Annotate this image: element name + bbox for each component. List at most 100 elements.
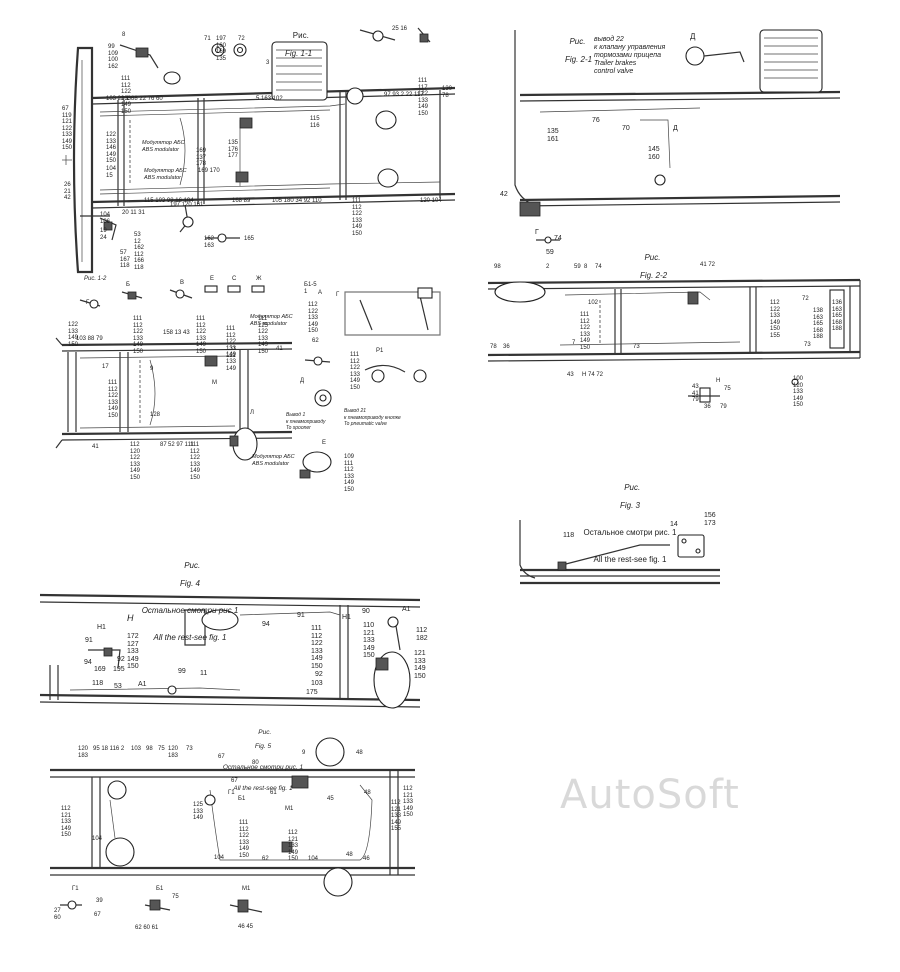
fig5-label: 95 18 116 2 bbox=[93, 746, 125, 752]
fig5-label: 46 45 bbox=[238, 924, 254, 930]
fig3-chassis bbox=[519, 520, 720, 585]
fig1-label: 20 11 31 bbox=[122, 210, 145, 216]
fig4-label: 169 bbox=[94, 666, 106, 673]
fig1-label: 72 bbox=[238, 36, 245, 42]
fig1-2-label: 41 bbox=[276, 346, 283, 352]
fig1-2-label: 111 112 122 133 149 150 bbox=[196, 316, 207, 355]
fig1-2-label: 111 112 122 133 149 150 bbox=[133, 316, 144, 355]
fig4-label: А1 bbox=[402, 606, 411, 613]
fig4-label: 94 bbox=[262, 621, 270, 628]
fig1-label: 169 137 178 bbox=[196, 148, 207, 167]
fig1-2-label: M bbox=[212, 380, 217, 386]
fig1-2-label: E bbox=[322, 440, 327, 446]
fig1-label: 162 163 bbox=[204, 236, 215, 249]
trailer-valve-note: вывод 22 к клапану управления тормозами … bbox=[594, 36, 666, 75]
fig2-2-label: 73 bbox=[633, 344, 640, 350]
fig5-label: 39 bbox=[96, 898, 103, 904]
fig5-caption-en: Fig. 5 bbox=[254, 743, 272, 750]
fig4-label: 118 bbox=[92, 680, 104, 687]
fig5-label: 112 121 133 149 150 bbox=[288, 830, 299, 862]
fig1-label: 135 176 177 bbox=[228, 140, 239, 159]
fig5-label: 67 bbox=[94, 912, 101, 918]
fig2-1-caption-ru: Рис. bbox=[569, 37, 586, 46]
output-note: Вывод 21 к пневмоприводу кнопке To pneum… bbox=[344, 408, 401, 427]
fig5-label: 104 bbox=[308, 856, 319, 862]
fig5-label: 62 60 61 bbox=[135, 925, 159, 931]
fig4-label: 103 bbox=[311, 680, 323, 687]
fig1-label: 53 12 162 112 166 118 bbox=[134, 232, 145, 271]
fig2-2-label: 36 bbox=[704, 404, 711, 410]
fig1-label: 67 119 121 122 133 149 150 bbox=[62, 106, 73, 151]
fig5-label: 48 bbox=[346, 852, 353, 858]
fig1-2-label: 158 13 43 bbox=[163, 330, 190, 336]
fig2-2-chassis bbox=[487, 278, 861, 403]
fig5-label: 9 bbox=[302, 750, 306, 756]
fig2-2-caption: Рис. Fig. 2-2 bbox=[640, 244, 667, 289]
fig5-label: 73 bbox=[186, 746, 193, 752]
fig5-label: 67 bbox=[231, 778, 238, 784]
fig1-2-label: 41 bbox=[92, 444, 99, 450]
fig2-2-label: 102 bbox=[588, 300, 599, 306]
output-note: Вывод 1 к пневмоприводу To spooner bbox=[286, 412, 326, 431]
fig2-1-label: 74 bbox=[554, 235, 562, 242]
fig4-label: 91 bbox=[297, 612, 305, 619]
fig1-2-label: 111 112 122 133 149 bbox=[226, 326, 237, 358]
fig1-label: 122 133 146 149 150 bbox=[106, 132, 117, 164]
fig4-caption-ru: Рис. bbox=[184, 561, 201, 570]
fig4-label: А1 bbox=[138, 681, 147, 688]
fig5-label: 98 bbox=[146, 746, 153, 752]
fig2-1-label: Д bbox=[690, 32, 696, 41]
fig1-2-label: С bbox=[232, 276, 237, 282]
fig2-1-caption-en: Fig. 2-1 bbox=[565, 55, 593, 64]
fig4-label: 99 bbox=[178, 668, 186, 675]
fig1-2-chassis bbox=[55, 285, 441, 479]
fig1-2-label: 87 bbox=[160, 442, 167, 448]
fig5-label: 48 bbox=[364, 790, 371, 796]
fig5-note-ru: Остальное смотри рис. 1 bbox=[222, 764, 304, 771]
fig4-label: Н bbox=[127, 613, 134, 623]
fig5-label: 27 60 bbox=[54, 908, 61, 921]
fig5-caption-ru: Рис. bbox=[258, 729, 272, 736]
fig5-caption: Рис. Fig. 5 Остальное смотри рис. 1 All … bbox=[208, 722, 318, 799]
fig5-label: 104 bbox=[214, 855, 225, 861]
fig1-label: 103 23 1 88 22 76 60 bbox=[106, 96, 163, 102]
fig1-2-label: Б bbox=[126, 282, 130, 288]
fig1-2-label: Д bbox=[300, 378, 305, 384]
fig1-label: 105 180 34 92 110 bbox=[272, 198, 322, 204]
fig2-2-caption-en: Fig. 2-2 bbox=[640, 271, 668, 280]
fig5-label: 75 bbox=[158, 746, 165, 752]
fig2-2-label: 74 bbox=[595, 264, 602, 270]
fig2-1-label: Д bbox=[673, 125, 678, 132]
fig2-2-label: 7 bbox=[572, 340, 576, 346]
fig1-2-label: 17 bbox=[102, 364, 109, 370]
fig4-label: 111 112 122 133 149 150 bbox=[311, 625, 323, 670]
fig2-2-label: 43 bbox=[567, 372, 574, 378]
fig1-label: 26 21 42 bbox=[64, 182, 71, 201]
fig4-label: 195 bbox=[113, 666, 125, 673]
fig4-label: 91 bbox=[85, 637, 93, 644]
fig5-label: Б1 bbox=[156, 886, 164, 892]
fig1-label: 57 167 118 bbox=[120, 250, 131, 269]
fig5-label: 104 bbox=[92, 836, 103, 842]
fig4-caption-en: Fig. 4 bbox=[179, 579, 200, 588]
fig2-1-caption: Рис. Fig. 2-1 bbox=[565, 28, 592, 73]
fig2-2-label: 136 163 165 168 188 bbox=[832, 300, 843, 332]
fig1-2-label: В bbox=[180, 280, 185, 286]
fig3-caption-en: Fig. 3 bbox=[619, 501, 640, 510]
fig4-label: 90 bbox=[362, 608, 370, 615]
fig5-label: 46 bbox=[363, 856, 370, 862]
fig4-chassis bbox=[39, 593, 421, 709]
fig1-2-label: 52 97 111 bbox=[168, 442, 194, 448]
fig1-label: 97 93 2 22 117 bbox=[384, 92, 424, 98]
fig4-label: 121 133 149 150 bbox=[414, 650, 426, 680]
abs-modulator-note: Модулятор АБС ABS modulator bbox=[144, 168, 187, 181]
fig2-2-label: 112 122 133 149 150 155 bbox=[770, 300, 781, 339]
fig4-label: 11 bbox=[200, 670, 208, 677]
watermark-logo: AutoSoft bbox=[560, 772, 740, 818]
fig2-1-label: 42 bbox=[500, 191, 508, 198]
fig1-label: 115 116 bbox=[310, 116, 320, 129]
fig1-label: 169 170 bbox=[198, 168, 220, 174]
fig2-2-label: 36 bbox=[503, 344, 510, 350]
fig4-label: 172 127 133 149 150 bbox=[127, 633, 139, 670]
fig3-caption-ru: Рис. bbox=[624, 483, 641, 492]
